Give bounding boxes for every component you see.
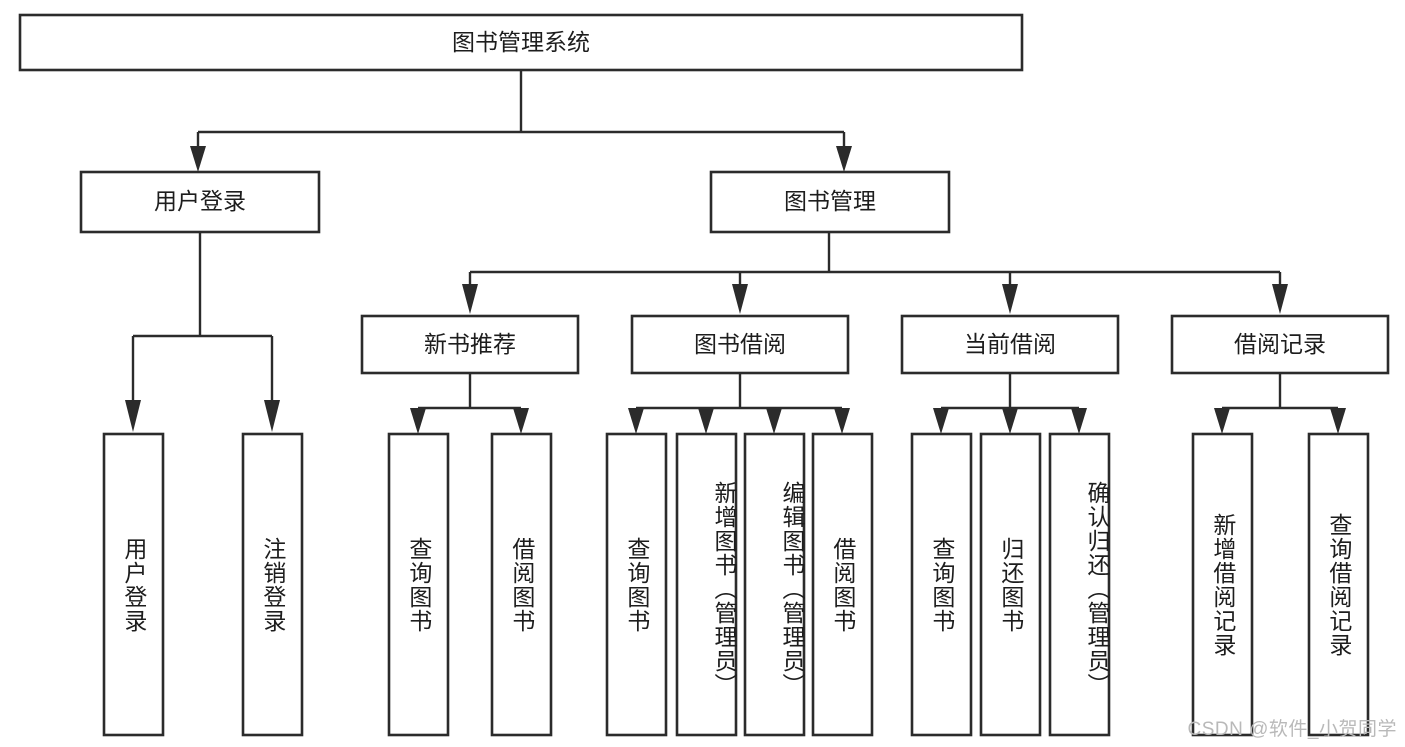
node-borrow-record[interactable] <box>1170 314 1390 375</box>
leaf-box-logout[interactable] <box>241 432 304 737</box>
leaf-box-borrow-book[interactable] <box>811 432 874 737</box>
leaf-box-add-borrow-record[interactable] <box>1191 432 1254 737</box>
node-current-borrow-label: 当前借阅 <box>964 331 1056 357</box>
leaf-box-return-book[interactable] <box>979 432 1042 737</box>
connector-userlogin-to-leaves <box>125 232 280 432</box>
leaf-box-user-login[interactable] <box>102 432 165 737</box>
node-root[interactable] <box>18 13 1024 72</box>
connector-bookborrow-to-leaves <box>628 373 850 434</box>
node-root-label: 图书管理系统 <box>452 29 590 55</box>
node-current-borrow[interactable] <box>900 314 1120 375</box>
node-book-management[interactable] <box>709 170 951 234</box>
node-new-book-recommend[interactable] <box>360 314 580 375</box>
leaf-box-confirm-return-admin[interactable] <box>1048 432 1111 737</box>
node-user-login-label: 用户登录 <box>154 188 246 214</box>
leaf-box-query-book-recommend[interactable] <box>387 432 450 737</box>
connector-bookmgmt-to-level3 <box>462 232 1288 314</box>
connector-newbook-to-leaves <box>410 373 529 434</box>
leaf-box-borrow-book-recommend[interactable] <box>490 432 553 737</box>
leaf-box-query-borrow-record[interactable] <box>1307 432 1370 737</box>
node-user-login[interactable] <box>79 170 321 234</box>
node-borrow-record-label: 借阅记录 <box>1234 331 1326 357</box>
leaf-box-add-book-admin[interactable] <box>675 432 738 737</box>
connector-currentborrow-to-leaves <box>933 373 1087 434</box>
connector-root-to-level2 <box>190 70 852 172</box>
node-book-borrow-label: 图书借阅 <box>694 331 786 357</box>
leaf-box-edit-book-admin[interactable] <box>743 432 806 737</box>
connector-borrowrecord-to-leaves <box>1214 373 1346 434</box>
leaf-box-query-book-current[interactable] <box>910 432 973 737</box>
node-book-borrow[interactable] <box>630 314 850 375</box>
leaf-box-query-book-borrow[interactable] <box>605 432 668 737</box>
node-book-management-label: 图书管理 <box>784 188 876 214</box>
node-new-book-recommend-label: 新书推荐 <box>424 331 516 357</box>
csdn-watermark: CSDN @软件_小贺同学 <box>1187 719 1397 740</box>
